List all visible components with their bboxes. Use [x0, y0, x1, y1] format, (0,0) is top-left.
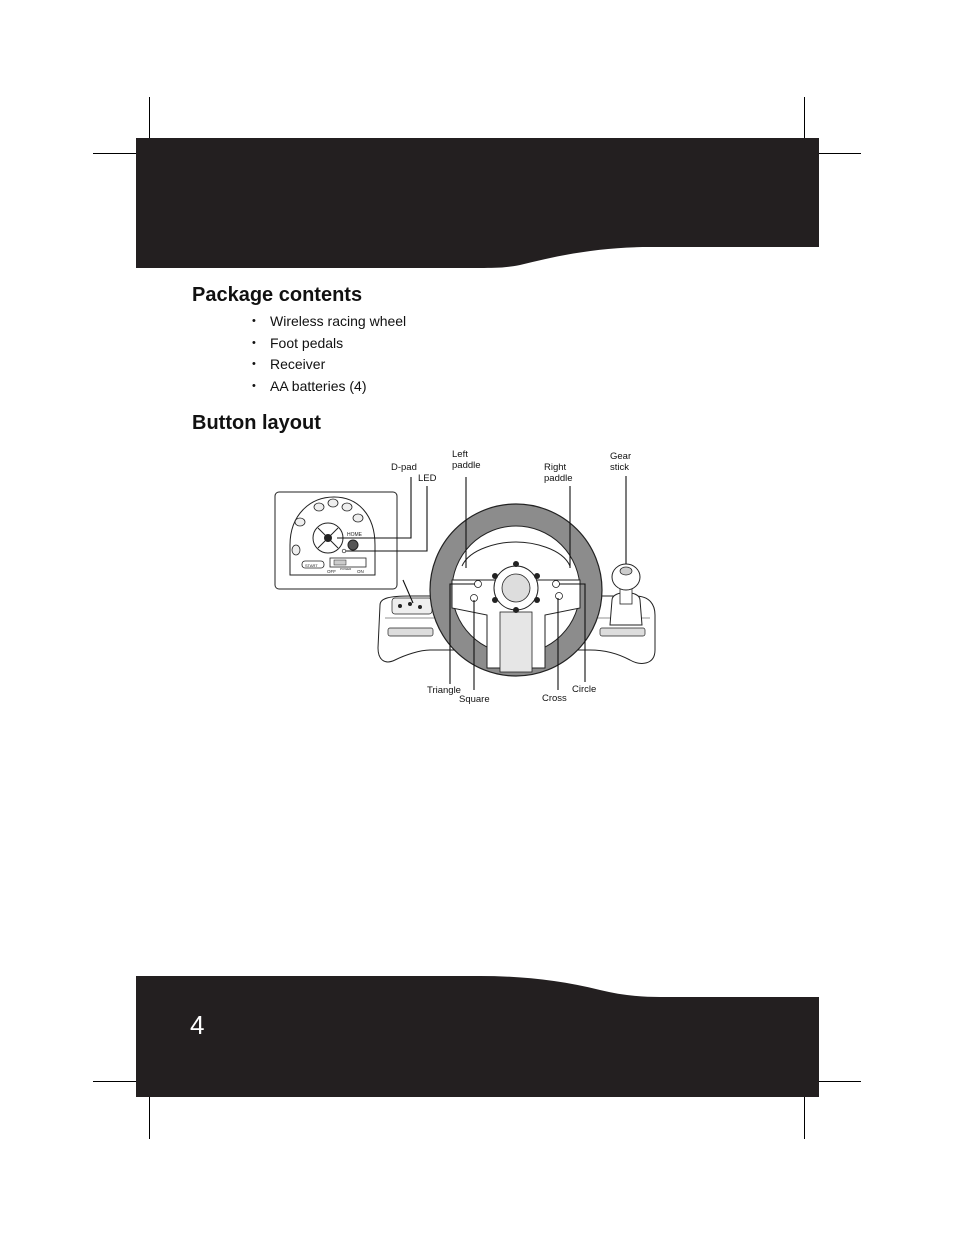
circle-label: Circle	[572, 684, 596, 695]
start-label: START	[305, 563, 318, 568]
crop-mark-top-left-horizontal	[93, 153, 136, 154]
home-label: HOME	[347, 532, 363, 538]
crop-mark-bottom-left-horizontal	[93, 1081, 136, 1082]
footer-band	[136, 976, 819, 1097]
led-label: LED	[418, 473, 437, 484]
list-item: AA batteries (4)	[252, 376, 406, 398]
power-label: POWER	[340, 567, 352, 571]
section-title-button-layout: Button layout	[192, 412, 321, 434]
gear-stick-label-line2: stick	[610, 462, 629, 473]
cross-label: Cross	[542, 693, 567, 704]
section-title-package-contents: Package contents	[192, 284, 363, 306]
dpad-label: D-pad	[391, 462, 417, 473]
leader-lines	[337, 476, 627, 690]
header-band	[136, 138, 819, 268]
list-item: Receiver	[252, 354, 406, 376]
control-panel-inset: HOME START OFF POWER ON	[274, 491, 398, 590]
crop-mark-bottom-left-vertical	[149, 1097, 150, 1139]
crop-mark-top-right-vertical	[804, 97, 805, 139]
list-item: Wireless racing wheel	[252, 311, 406, 333]
crop-mark-top-left-vertical	[149, 97, 150, 139]
square-label: Square	[459, 694, 490, 705]
crop-mark-bottom-right-vertical	[804, 1097, 805, 1139]
gear-stick	[609, 563, 643, 626]
steering-wheel	[429, 503, 603, 677]
gear-stick-label-line1: Gear	[610, 451, 631, 462]
on-label: ON	[357, 569, 364, 574]
button-layout-diagram: HOME START OFF POWER ON	[274, 449, 656, 705]
triangle-label: Triangle	[427, 685, 461, 696]
crop-mark-top-right-horizontal	[818, 153, 861, 154]
right-paddle-label-line1: Right	[544, 462, 567, 473]
crop-mark-bottom-right-horizontal	[818, 1081, 861, 1082]
list-item: Foot pedals	[252, 333, 406, 355]
page-number: 4	[190, 1010, 205, 1040]
right-paddle-label-line2: paddle	[544, 473, 573, 484]
off-label: OFF	[327, 569, 336, 574]
left-paddle-label-line1: Left	[452, 449, 468, 460]
left-paddle-label-line2: paddle	[452, 460, 481, 471]
package-contents-list: Wireless racing wheel Foot pedals Receiv…	[252, 311, 406, 397]
